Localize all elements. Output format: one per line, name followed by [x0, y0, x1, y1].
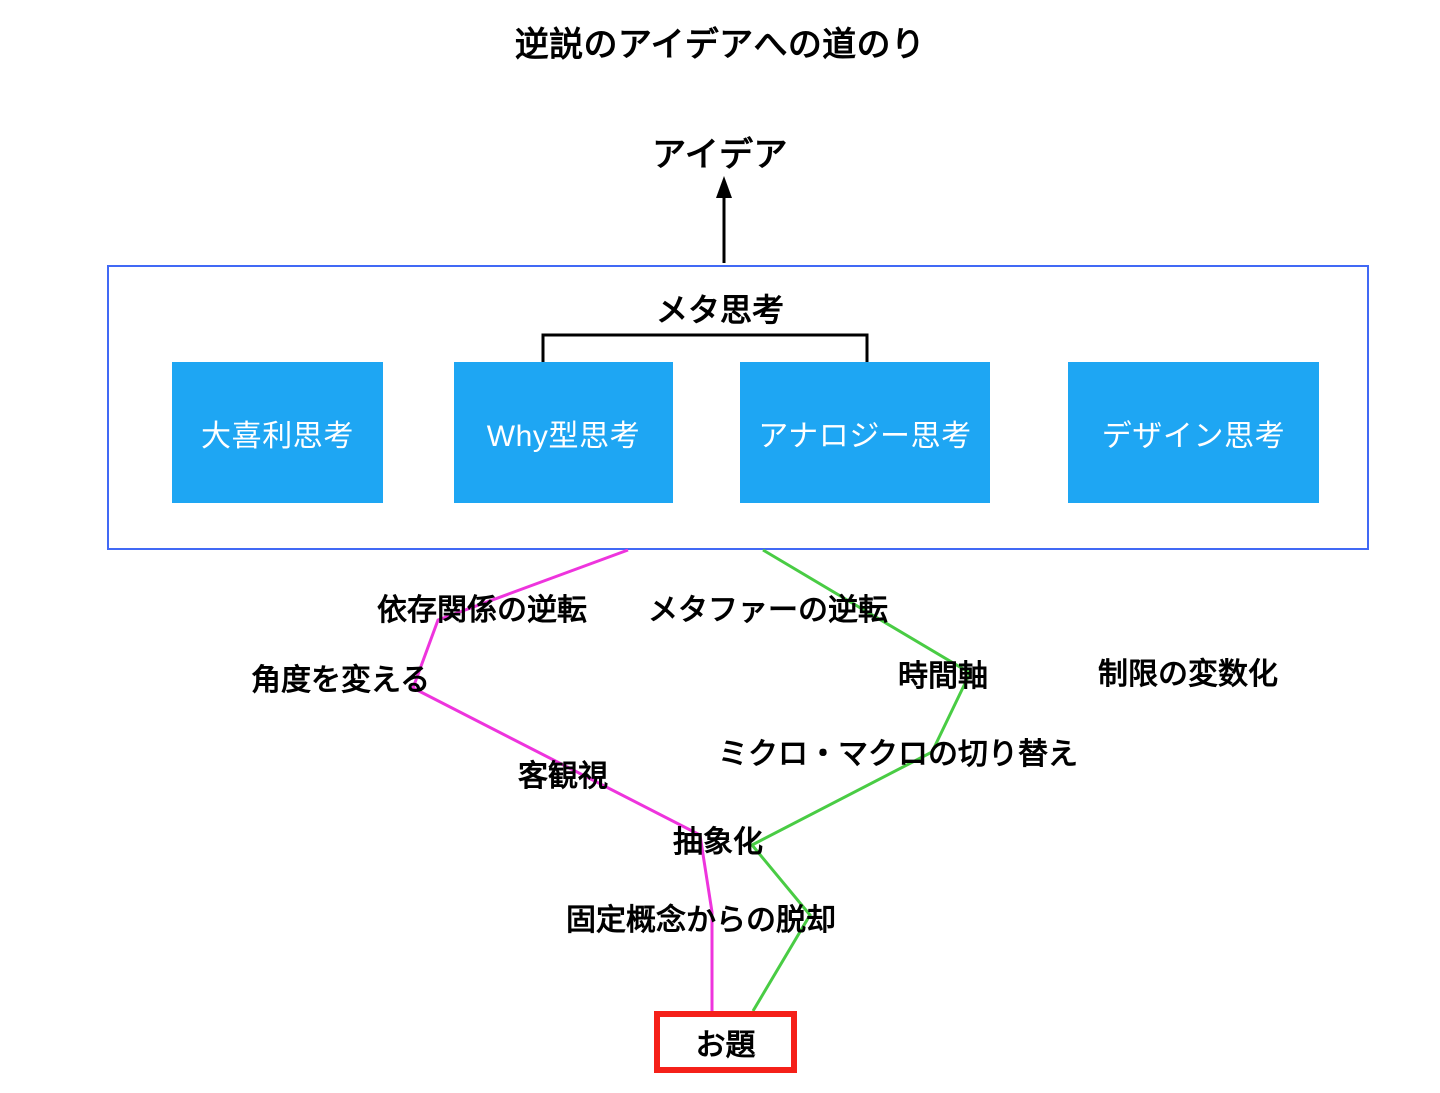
technique-change-angle: 角度を変える [251, 664, 431, 697]
technique-dependency-reversal: 依存関係の逆転 [377, 594, 587, 627]
seed-topic-box[interactable]: お題 [654, 1011, 797, 1073]
technique-constraint-variable: 制限の変数化 [1098, 658, 1278, 691]
technique-break-fixed-concept: 固定概念からの脱却 [566, 904, 836, 937]
technique-abstraction: 抽象化 [673, 826, 763, 859]
idea-label: アイデア [652, 136, 788, 174]
thinking-box-analogy[interactable]: アナロジー思考 [740, 362, 990, 503]
technique-time-axis: 時間軸 [898, 660, 988, 693]
technique-metaphor-reversal: メタファーの逆転 [648, 594, 888, 627]
thinking-box-design[interactable]: デザイン思考 [1068, 362, 1319, 503]
technique-objective-view: 客観視 [518, 760, 608, 793]
technique-micro-macro: ミクロ・マクロの切り替え [718, 738, 1078, 771]
thinking-box-why[interactable]: Why型思考 [454, 362, 673, 503]
thinking-box-ogiri[interactable]: 大喜利思考 [172, 362, 383, 503]
page-title: 逆説のアイデアへの道のり [514, 26, 926, 64]
meta-thinking-label: メタ思考 [655, 292, 784, 328]
